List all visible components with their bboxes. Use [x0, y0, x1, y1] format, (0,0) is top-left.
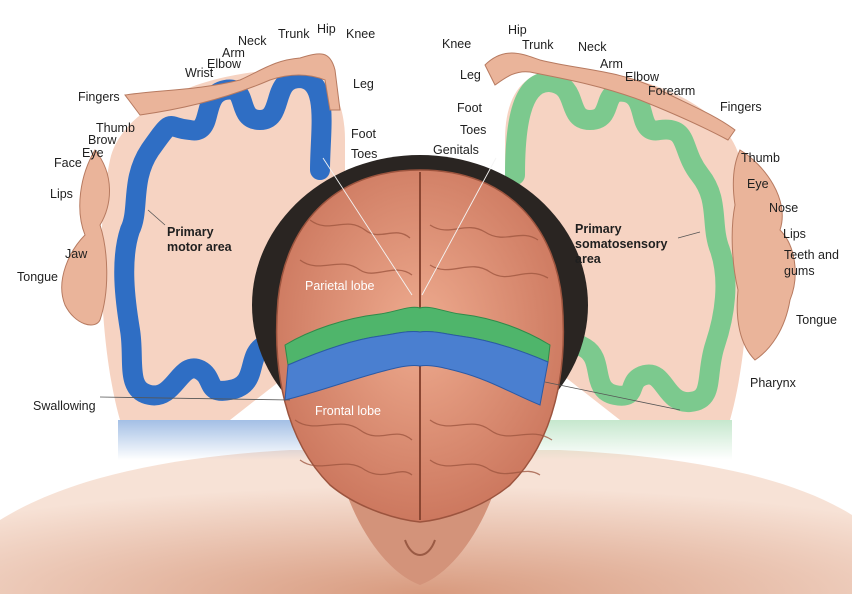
sensory-label-toes: Toes [460, 123, 486, 137]
motor-label-swallowing: Swallowing [33, 399, 96, 413]
motor-homunculus-limbs [124, 53, 341, 116]
sensory-label-tongue: Tongue [796, 313, 837, 327]
sensory-area-title-2: somatosensory [575, 237, 667, 251]
brain-motor-strip [284, 331, 549, 406]
somatosensory-cortex-band [505, 72, 736, 412]
sensory-area-title-3: area [575, 252, 602, 266]
sensory-label-teeth-1: Teeth and [784, 248, 839, 262]
sensory-label-nose: Nose [769, 201, 798, 215]
motor-cortex-band [114, 68, 332, 406]
motor-label-knee: Knee [346, 27, 375, 41]
motor-label-face: Face [54, 156, 82, 170]
motor-label-fingers: Fingers [78, 90, 120, 104]
motor-label-wrist: Wrist [185, 66, 214, 80]
sensory-label-foot: Foot [457, 101, 483, 115]
sensory-label-forearm: Forearm [648, 84, 695, 98]
motor-homunculus-head [61, 149, 110, 326]
sensory-label-elbow: Elbow [625, 70, 660, 84]
sensory-homunculus-head [731, 149, 796, 361]
motor-label-elbow: Elbow [207, 57, 242, 71]
motor-label-jaw: Jaw [65, 247, 88, 261]
sensory-label-hip: Hip [508, 23, 527, 37]
motor-homunculus [61, 53, 341, 326]
sensory-label-teeth-2: gums [784, 264, 815, 278]
motor-label-arm: Arm [222, 46, 245, 60]
motor-label-eye: Eye [82, 146, 104, 160]
sensory-label-neck: Neck [578, 40, 607, 54]
sensory-label-genitals: Genitals [433, 143, 479, 157]
motor-label-brow: Brow [88, 133, 117, 147]
sensory-label-eye: Eye [747, 177, 769, 191]
sensory-label-leg: Leg [460, 68, 481, 82]
sensory-area-title-1: Primary [575, 222, 622, 236]
parietal-lobe-label: Parietal lobe [305, 279, 375, 293]
sensory-homunculus-limbs [484, 52, 736, 141]
frontal-lobe-label: Frontal lobe [315, 404, 381, 418]
sensory-label-thumb: Thumb [741, 151, 780, 165]
motor-label-hip: Hip [317, 22, 336, 36]
sensory-label-lips: Lips [783, 227, 806, 241]
motor-area-title-2: motor area [167, 240, 233, 254]
motor-label-foot: Foot [351, 127, 377, 141]
sensory-label-pharynx: Pharynx [750, 376, 797, 390]
sensory-label-trunk: Trunk [522, 38, 554, 52]
motor-label-toes: Toes [351, 147, 377, 161]
motor-label-lips: Lips [50, 187, 73, 201]
motor-label-neck: Neck [238, 34, 267, 48]
motor-label-leg: Leg [353, 77, 374, 91]
sensory-homunculus [484, 52, 796, 361]
motor-label-trunk: Trunk [278, 27, 310, 41]
sensory-label-arm: Arm [600, 57, 623, 71]
motor-label-tongue: Tongue [17, 270, 58, 284]
motor-label-thumb: Thumb [96, 121, 135, 135]
motor-area-title-1: Primary [167, 225, 214, 239]
sensory-label-knee: Knee [442, 37, 471, 51]
sensory-label-fingers: Fingers [720, 100, 762, 114]
